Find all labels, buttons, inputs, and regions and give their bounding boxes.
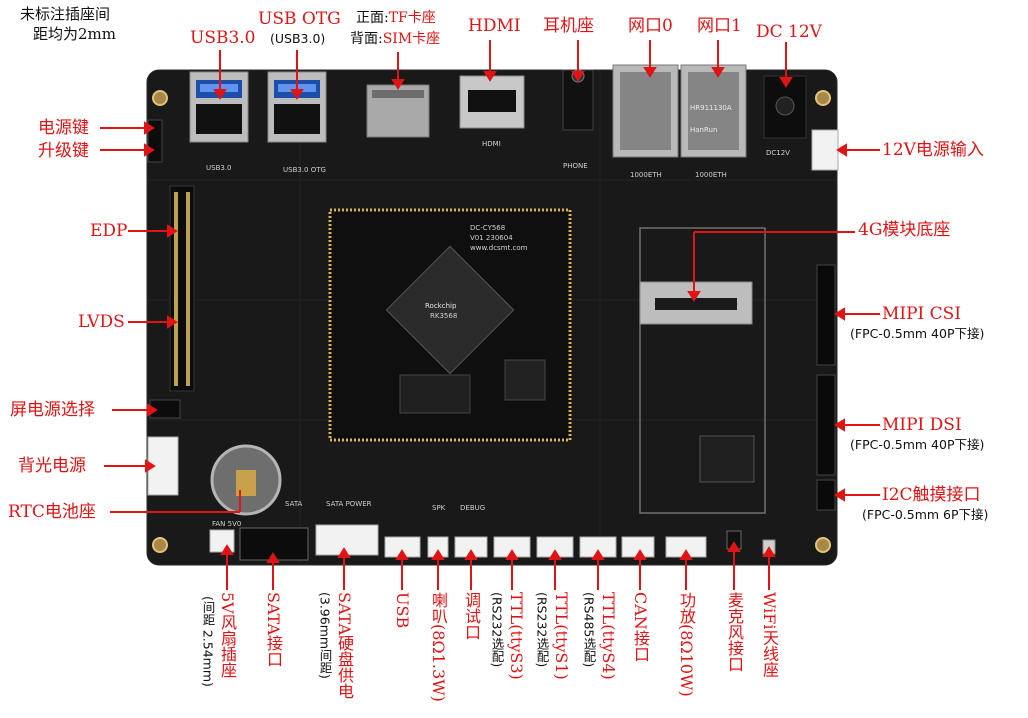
label-tf-slot: 正面:TF卡座 [356,10,436,26]
silkscreen-text: DC-CY568 V01 230604 www.dcsmt.com Rockch… [206,104,790,528]
silk-sata-power: SATA POWER [326,500,372,508]
label-ttys4: TTL(ttyS4) [599,592,618,680]
label-dc12v: DC 12V [756,22,822,42]
silk-dc: DC12V [766,149,790,157]
silk-eth-brand: HanRun [690,126,717,134]
label-wifi-antenna: WiFi天线座 [760,592,779,678]
label-lvds: LVDS [78,312,125,332]
label-debug: 调试口 [462,592,481,640]
pmic-chip [504,359,546,401]
label-can: CAN接口 [631,592,650,662]
label-sata-power: SATA硬盘供电 [335,592,354,699]
hdmi-port [459,75,525,129]
silk-soc-model: RK3568 [430,312,457,320]
label-fan-5v: 5V风扇插座 [218,592,237,678]
pointer-arrows [100,40,880,590]
label-backlight-power: 背光电源 [18,456,86,476]
label-mipi-csi-sub: (FPC-0.5mm 40P下接) [850,326,985,341]
label-screen-power-select: 屏电源选择 [10,400,95,420]
label-speaker: 喇叭(8Ω1.3W) [429,592,448,702]
silk-board-name: DC-CY568 [470,224,505,232]
label-mipi-dsi: MIPI DSI [882,415,962,435]
label-edp: EDP [90,221,128,241]
soc-chip [385,245,515,375]
label-tf-suffix: TF卡座 [388,10,436,26]
label-sim-suffix: SIM卡座 [382,31,441,47]
label-sim-slot: 背面:SIM卡座 [350,31,440,47]
silk-fan: FAN 5V0 [212,520,241,528]
label-ttys3: TTL(ttyS3) [507,592,526,680]
label-amp: 功放(8Ω10W) [677,592,696,697]
silk-phone: PHONE [563,162,588,170]
silk-usb30-otg: USB3.0 OTG [283,166,326,174]
silk-board-version: V01 230604 [470,234,513,242]
header-pins [174,192,190,386]
label-ttys4-sub: (RS485选配) [581,592,597,668]
rtc-battery-holder [210,444,282,516]
label-tf-prefix: 正面: [356,10,389,26]
label-mipi-csi: MIPI CSI [882,304,962,324]
label-usb-otg-sub: (USB3.0) [270,31,326,46]
silk-soc-brand: Rockchip [425,302,457,310]
silk-eth-model: HR911130A [690,104,732,112]
label-mic: 麦克风接口 [725,592,744,672]
mounting-holes [152,90,831,553]
fan-connector [209,529,235,553]
label-upgrade-key: 升级键 [38,141,89,161]
label-power-key: 电源键 [38,118,89,138]
label-ttys3-sub: (RS232选配) [489,592,505,668]
silk-sata: SATA [285,500,303,508]
spacing-note-line2: 距均为2mm [33,25,116,43]
4g-module-slot [639,227,766,514]
label-usb30: USB3.0 [190,28,256,48]
label-4g-module: 4G模块底座 [858,220,951,240]
sata-power-connector [315,524,379,556]
silk-eth1: 1000ETH [695,171,727,179]
label-eth0: 网口0 [628,16,673,36]
silk-eth0: 1000ETH [630,171,662,179]
silk-spk: SPK [432,504,446,512]
silk-hdmi: HDMI [482,140,501,148]
ethernet-port-1 [680,64,747,158]
label-sata: SATA接口 [264,592,283,667]
silk-usb30: USB3.0 [206,164,232,172]
label-hdmi: HDMI [468,16,521,36]
spacing-note-line1: 未标注插座间 [20,5,111,23]
ram-chip [399,374,471,414]
tf-card-slot [366,84,430,138]
i2c-touch-fpc [816,479,836,511]
label-usb-otg: USB OTG [258,9,341,29]
mipi-dsi-fpc [816,374,836,476]
edp-lvds-header [169,185,195,392]
label-rtc-battery: RTC电池座 [8,502,96,522]
ethernet-port-0 [612,64,679,158]
label-mipi-dsi-sub: (FPC-0.5mm 40P下接) [850,437,985,452]
mipi-csi-fpc [816,264,836,366]
label-i2c-touch: I2C触摸接口 [882,485,981,505]
label-i2c-touch-sub: (FPC-0.5mm 6P下接) [862,507,989,522]
silk-board-url: www.dcsmt.com [470,244,528,252]
label-fan-5v-sub: (间距 2.54mm) [200,596,216,687]
silk-debug: DEBUG [460,504,485,512]
label-sim-prefix: 背面: [350,31,383,47]
label-eth1: 网口1 [697,16,742,36]
label-ttys1: TTL(ttyS1) [552,592,571,680]
dc-jack [763,75,807,139]
label-usb: USB [393,592,412,629]
power-input-connector [811,129,839,171]
label-12v-input: 12V电源输入 [882,140,984,160]
label-earphone: 耳机座 [543,16,594,36]
label-sata-power-sub: (3.96mm间距) [317,592,333,679]
label-ttys1-sub: (RS232选配) [534,592,550,668]
4g-chip [699,435,755,483]
